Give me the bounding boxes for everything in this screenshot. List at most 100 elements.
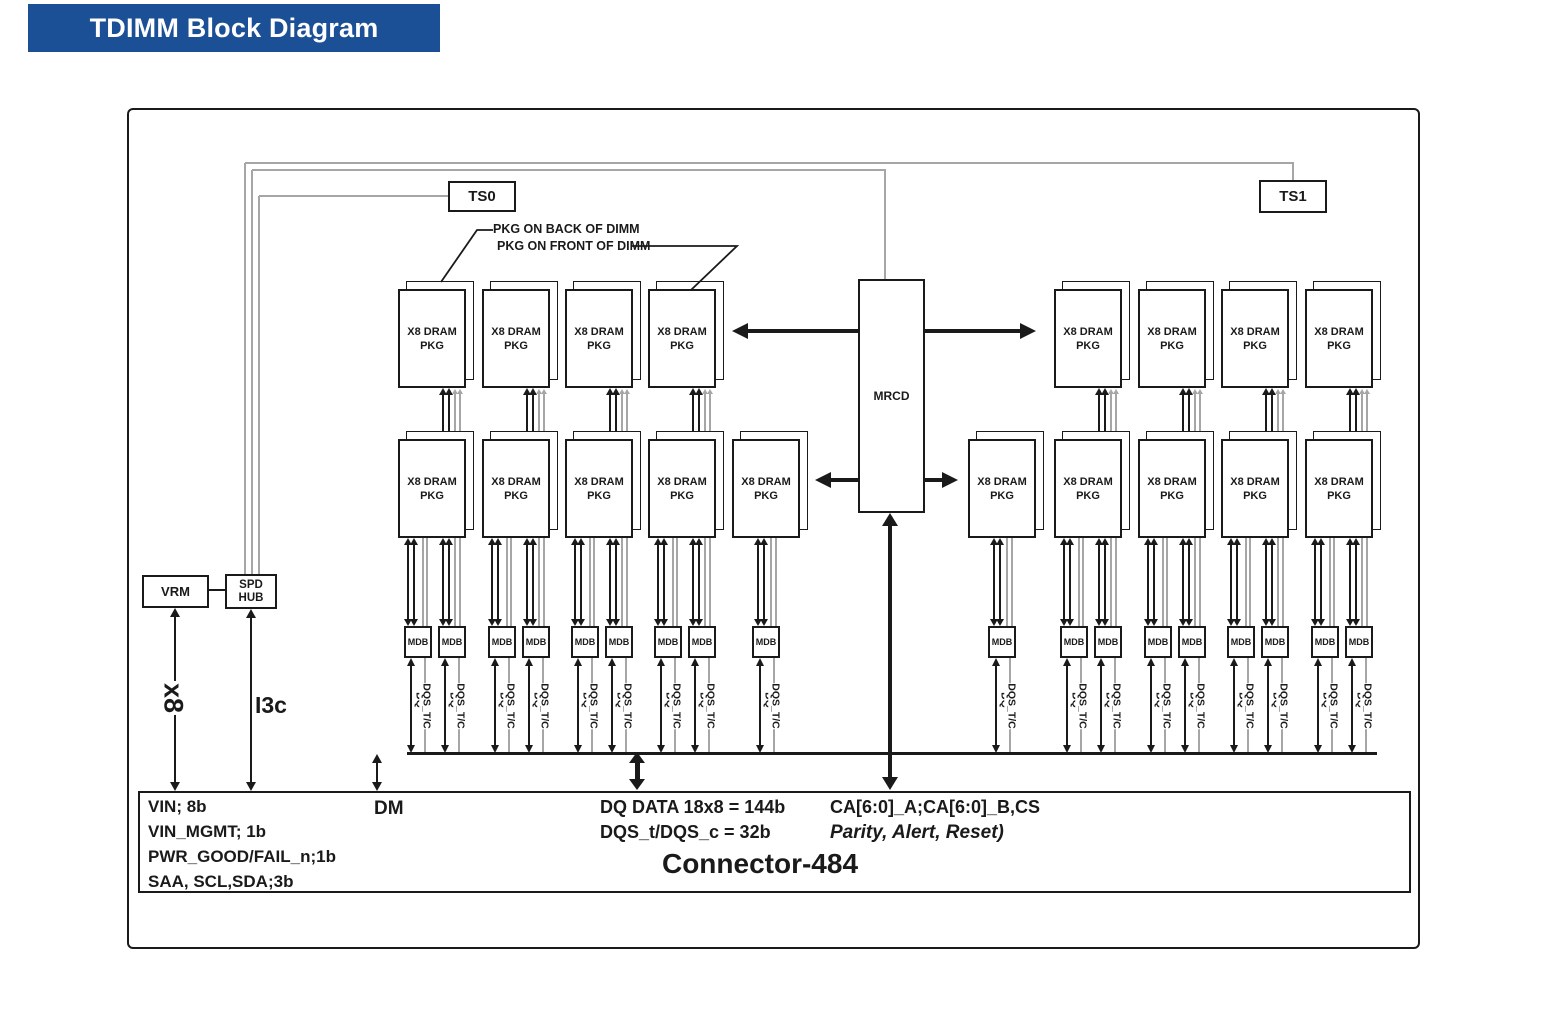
dm-signal-label: DM (374, 798, 404, 819)
dram-pkg-label-line2: PKG (1160, 489, 1184, 502)
dqs-signal-label: DQS_T/C (1159, 683, 1173, 729)
dq-mdb-arrowhead (494, 619, 502, 626)
dq-mdb-wire (1147, 545, 1149, 619)
dq-mdb-arrowhead (1262, 619, 1270, 626)
dq-bus-arrowhead (1180, 745, 1189, 753)
dram-pkg-label-line2: PKG (1327, 339, 1351, 352)
page-title: TDIMM Block Diagram (89, 12, 379, 43)
dram-pkg-label-line1: X8 DRAM (407, 475, 457, 488)
dq-cascade-wire (1188, 395, 1190, 431)
dqs-mdb-wire (1011, 538, 1013, 626)
dq-bus-arrowhead (490, 745, 499, 753)
mdb-chip: MDB (488, 626, 516, 658)
dqs-cascade-wire (538, 394, 540, 431)
dqs-cascade-arrowhead (452, 389, 458, 394)
dq-bus-arrow (1099, 665, 1103, 747)
dqs-cascade-arrowhead (702, 389, 708, 394)
dqs-cascade-arrowhead (1113, 389, 1119, 394)
dq-mdb-wire (1355, 545, 1357, 619)
mdb-chip: MDB (988, 626, 1016, 658)
dram-pkg-label-line1: X8 DRAM (491, 325, 541, 338)
dq-mdb-arrowhead (577, 619, 585, 626)
mrcd-rank2-right-arrow (925, 478, 944, 482)
dq-bus-arrowhead (607, 658, 616, 666)
x8-bus-label: x8 (157, 680, 189, 716)
dram-pkg-label-line1: X8 DRAM (1314, 325, 1364, 338)
dq-bus-arrowhead (1096, 658, 1105, 666)
connector-left-signal-line: VIN; 8b (148, 797, 207, 816)
dq-mdb-wire (1265, 545, 1267, 619)
dram-pkg-label-line2: PKG (420, 489, 444, 502)
dq-mdb-wire (497, 545, 499, 619)
dq-mdb-arrowhead (695, 538, 703, 545)
dqs-signal-label: DQS_T/C (503, 683, 517, 729)
dq-mdb-wire (407, 545, 409, 619)
dq-mdb-arrowhead (1144, 538, 1152, 545)
dqs-mdb-wire (422, 538, 424, 626)
dqs-mdb-wire (1078, 538, 1080, 626)
mdb-chip: MDB (654, 626, 682, 658)
dq-mdb-arrowhead (1268, 619, 1276, 626)
dq-bus-arrowhead (406, 658, 415, 666)
mdb-chip: MDB (1178, 626, 1206, 658)
dram-pkg-label-line1: X8 DRAM (1063, 475, 1113, 488)
ca-bus-arrow (887, 524, 893, 779)
dq-cascade-wire (609, 395, 611, 431)
dq-mdb-wire (1069, 545, 1071, 619)
dq-cascade-wire (692, 395, 694, 431)
dram-pkg-label-line1: X8 DRAM (1230, 325, 1280, 338)
dq-mdb-arrowhead (654, 538, 662, 545)
spd-riser-wire (258, 196, 260, 575)
dqs-mdb-wire (593, 538, 595, 626)
dq-cascade-arrowhead (1268, 388, 1276, 395)
mrcd-rank2-left-arrowhead (815, 472, 831, 488)
dq-mdb-wire (526, 545, 528, 619)
dram-pkg-label-line2: PKG (1160, 339, 1184, 352)
dq-cascade-arrowhead (529, 388, 537, 395)
dq-bus-arrow (443, 665, 447, 747)
dq-mdb-arrowhead (1352, 538, 1360, 545)
dram-pkg-label-line2: PKG (1076, 489, 1100, 502)
dq-bus-arrowhead (440, 658, 449, 666)
dqs-mdb-wire (506, 538, 508, 626)
dqs-signal-label: DQS_T/C (669, 683, 683, 729)
dq-cascade-arrowhead (1185, 388, 1193, 395)
dq-bus-arrow (493, 665, 497, 747)
mdb-chip: MDB (1345, 626, 1373, 658)
dq-mdb-arrowhead (606, 538, 614, 545)
ts1-label: TS1 (1279, 188, 1307, 205)
dq-mdb-arrowhead (488, 538, 496, 545)
connector-ca-signal-line: Parity, Alert, Reset) (830, 822, 1004, 843)
dq-mdb-arrowhead (660, 619, 668, 626)
dq-bus-arrowhead (1096, 745, 1105, 753)
dram-pkg-label-line2: PKG (504, 489, 528, 502)
dram-pkg-label-line1: X8 DRAM (1147, 475, 1197, 488)
spd-hub-box: SPD HUB (225, 574, 277, 609)
dqs-signal-label: DQS_T/C (586, 683, 600, 729)
dqs-mdb-wire (775, 538, 777, 626)
dqs-cascade-arrowhead (624, 389, 630, 394)
dq-mdb-wire (1153, 545, 1155, 619)
dq-mdb-arrowhead (1150, 538, 1158, 545)
dram-pkg-label-line2: PKG (1243, 339, 1267, 352)
dqs-cascade-wire (1194, 394, 1196, 431)
dq-bus-arrowhead (573, 658, 582, 666)
spd-hub-label-line2: HUB (238, 591, 264, 604)
dq-mdb-arrowhead (1185, 538, 1193, 545)
dq-bus-arrow (994, 665, 998, 747)
dq-mdb-wire (663, 545, 665, 619)
pkg-on-front-annotation: PKG ON FRONT OF DIMM (497, 239, 651, 253)
dqs-mdb-wire (1361, 538, 1363, 626)
dq-bus-arrow (610, 665, 614, 747)
dq-mdb-arrowhead (410, 538, 418, 545)
dq-mdb-arrowhead (523, 538, 531, 545)
dq-mdb-arrowhead (1227, 619, 1235, 626)
mdb-chip: MDB (1227, 626, 1255, 658)
mrcd-wire-drop (884, 170, 886, 279)
dqs-cascade-wire (1115, 394, 1117, 431)
